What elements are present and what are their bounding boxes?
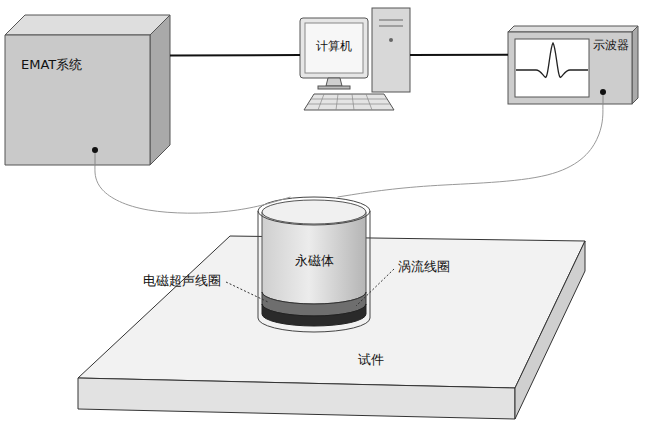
magnet-body bbox=[262, 212, 366, 304]
oscilloscope: 示波器 bbox=[508, 26, 638, 104]
box-side bbox=[150, 15, 170, 165]
node-label: 永磁体 bbox=[295, 253, 334, 269]
plate-side bbox=[515, 241, 585, 419]
plate-top bbox=[78, 236, 585, 388]
specimen-plate: 试件 bbox=[78, 236, 585, 419]
leader-line bbox=[226, 282, 268, 302]
sleeve-bottom bbox=[258, 318, 370, 332]
computer: 计算机 bbox=[300, 8, 410, 92]
node-label: 计算机 bbox=[316, 39, 352, 53]
scope-top bbox=[508, 26, 638, 32]
data-line bbox=[170, 54, 300, 56]
leader-line bbox=[356, 269, 394, 306]
waveform bbox=[516, 43, 588, 77]
eddy-coil bbox=[262, 304, 366, 326]
tower-button bbox=[389, 38, 393, 42]
signal-wire bbox=[95, 165, 291, 213]
pc-tower bbox=[372, 8, 410, 92]
sleeve-side bbox=[370, 211, 371, 318]
box-front bbox=[5, 35, 150, 165]
keyboard bbox=[304, 94, 394, 110]
emat-system-box: EMAT系统 bbox=[5, 15, 170, 165]
port-dot bbox=[92, 147, 98, 153]
monitor bbox=[300, 18, 368, 78]
tower-slot bbox=[379, 26, 403, 27]
coil-label: 涡流线圈 bbox=[398, 259, 450, 275]
tower-slot bbox=[379, 20, 403, 21]
keyboard-keys bbox=[308, 94, 390, 110]
box-top bbox=[5, 15, 170, 35]
signal-wire bbox=[338, 104, 603, 197]
node-label: 试件 bbox=[358, 352, 384, 368]
sleeve-top bbox=[258, 197, 370, 225]
plate-front bbox=[78, 378, 515, 419]
coil-label: 电磁超声线圈 bbox=[143, 273, 221, 289]
scope-screen bbox=[515, 39, 589, 97]
sleeve-side bbox=[258, 211, 259, 318]
node-label: 示波器 bbox=[593, 38, 629, 52]
port-dot bbox=[600, 89, 606, 95]
monitor-stand bbox=[326, 78, 342, 86]
data-line bbox=[410, 54, 508, 56]
scope-side bbox=[632, 26, 638, 104]
permanent-magnet: 永磁体 bbox=[258, 197, 370, 332]
monitor-screen bbox=[305, 23, 363, 73]
node-label: EMAT系统 bbox=[21, 57, 82, 73]
scope-front bbox=[508, 32, 632, 104]
monitor-base bbox=[318, 86, 350, 89]
magnet-top bbox=[262, 200, 366, 224]
